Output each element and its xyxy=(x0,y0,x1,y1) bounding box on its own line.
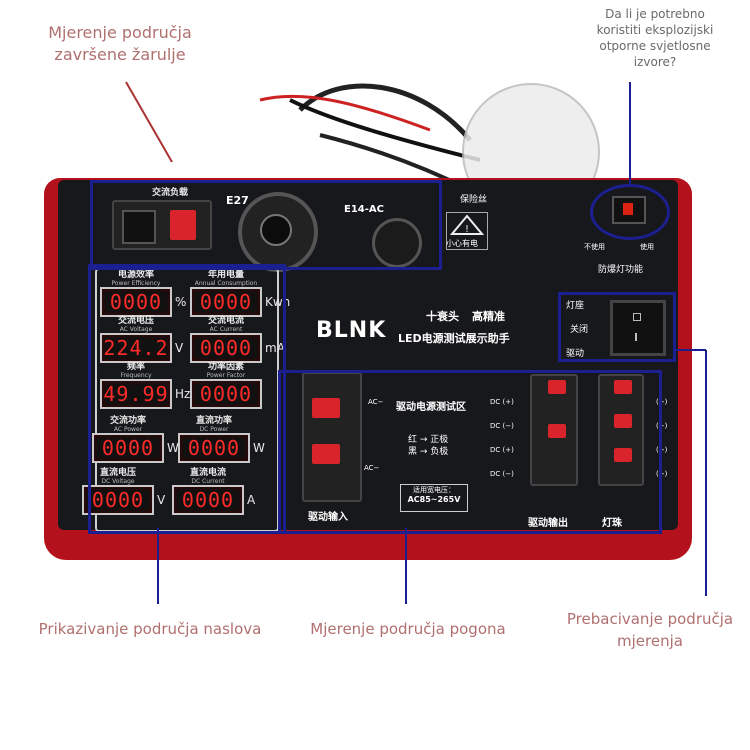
lamp-bead-terminal[interactable] xyxy=(598,374,644,486)
polarity-red: 红 → 正极 xyxy=(408,435,449,445)
ac-load-label: 交流负载 xyxy=(151,188,188,198)
meter-label-en: Frequency xyxy=(120,372,152,379)
meter-label: 频率 xyxy=(126,362,145,372)
header-left: 十衰头 xyxy=(426,310,459,323)
drive-output-terminal[interactable] xyxy=(530,374,578,486)
brand-logo: BLNK xyxy=(316,318,387,343)
meter-label: 年用电量 xyxy=(207,270,244,280)
socket-e27-label: E27 xyxy=(226,194,249,207)
callout-display-area: Prikazivanje područja naslova xyxy=(38,620,262,638)
meter-unit: mA xyxy=(265,341,285,355)
switch-label-off: 关闭 xyxy=(570,325,589,335)
meter-unit: A xyxy=(247,493,256,507)
dc-label-2: DC (−) xyxy=(490,422,514,430)
drive-input-terminal[interactable] xyxy=(302,372,362,502)
dc-label-4: DC (−) xyxy=(490,470,514,478)
meter-label: 交流电压 xyxy=(117,316,154,326)
meter-value: 0000 xyxy=(190,379,262,409)
switch-label-drive: 驱动 xyxy=(566,349,585,359)
ac-load-terminal[interactable] xyxy=(112,200,212,250)
explosion-not-use: 不使用 xyxy=(584,243,605,251)
meter-label: 电源效率 xyxy=(117,270,154,280)
explosion-use: 使用 xyxy=(640,243,654,251)
polarity-black: 黑 → 负极 xyxy=(408,447,449,457)
meter-label-en: AC Power xyxy=(113,426,143,433)
explosion-label: 防爆灯功能 xyxy=(598,265,644,275)
meter-label: 交流电流 xyxy=(207,316,244,326)
voltage-title: 适用宽电压： xyxy=(413,486,455,494)
meter-value: 49.99 xyxy=(100,379,172,409)
socket-e14[interactable] xyxy=(372,218,422,268)
voltage-range: AC85~265V xyxy=(407,495,461,504)
meter-value: 0000 xyxy=(190,333,262,363)
header-right: 高精准 xyxy=(472,310,505,323)
ac-label-1: AC− xyxy=(368,398,384,406)
meter-label: 直流电压 xyxy=(99,468,136,478)
dc-label-3: DC (+) xyxy=(490,446,514,454)
meter-value: 0000 xyxy=(100,287,172,317)
meter-unit: Hz xyxy=(175,387,191,401)
warning-icon: ! xyxy=(446,212,488,250)
meter-value: 0000 xyxy=(190,287,262,317)
frame-drive-area xyxy=(278,370,662,534)
callout-finished-bulb: Mjerenje područja završene žarulje xyxy=(48,23,192,64)
meter-unit: % xyxy=(175,295,187,309)
meter-unit: V xyxy=(157,493,166,507)
meter-label-en: AC Current xyxy=(209,326,243,333)
meter-unit: W xyxy=(253,441,265,455)
dc-label-1: DC (+) xyxy=(490,398,514,406)
warning-label: 小心有电 xyxy=(446,239,478,248)
meter-unit: V xyxy=(175,341,184,355)
voltage-box: 适用宽电压： AC85~265V xyxy=(400,484,468,512)
lamp-bead-label: 灯珠 xyxy=(602,518,622,529)
meter-label-en: Power Efficiency xyxy=(111,280,161,287)
meter-label-en: Power Factor xyxy=(206,372,246,379)
meter-label: 直流电流 xyxy=(189,468,226,478)
meter-label: 功率因素 xyxy=(207,362,244,372)
brand-subtitle: LED电源测试展示助手 xyxy=(398,332,510,345)
frame-switch-area xyxy=(558,292,676,362)
meter-value: 224.2 xyxy=(100,333,172,363)
drive-input-label: 驱动输入 xyxy=(308,512,348,523)
frame-bulb-area xyxy=(90,180,442,270)
meter-label-en: DC Power xyxy=(199,426,229,433)
meter-value: 0000 xyxy=(178,433,250,463)
callout-drive-area: Mjerenje područja pogona xyxy=(310,620,506,638)
ac-label-2: AC− xyxy=(364,464,380,472)
meter-label-en: AC Voltage xyxy=(119,326,153,333)
meter-label: 直流功率 xyxy=(195,416,232,426)
meter-unit: W xyxy=(167,441,179,455)
meter-label: 交流功率 xyxy=(109,416,146,426)
callout-explosion-proof: Da li je potrebno koristiti eksplozijski… xyxy=(596,7,714,69)
drive-zone-title: 驱动电源测试区 xyxy=(396,402,466,413)
frame-display-area xyxy=(88,264,286,534)
mode-rocker-switch[interactable] xyxy=(610,300,666,356)
drive-output-label: 驱动输出 xyxy=(528,518,568,529)
frame-explosion-switch xyxy=(590,184,670,240)
callout-switch-area: Prebacivanje područja mjerenja xyxy=(566,610,734,650)
meter-label-en: DC Current xyxy=(191,478,225,485)
fuse-label: 保险丝 xyxy=(460,195,488,205)
switch-label-lamp: 灯座 xyxy=(566,301,585,311)
meter-value: 0000 xyxy=(172,485,244,515)
socket-e14-label: E14-AC xyxy=(344,204,384,215)
meter-label-en: DC Voltage xyxy=(101,478,135,485)
meter-value: 0000 xyxy=(92,433,164,463)
meter-value: 0000 xyxy=(82,485,154,515)
meter-label-en: Annual Consumption xyxy=(194,280,258,287)
svg-text:!: ! xyxy=(465,224,469,235)
